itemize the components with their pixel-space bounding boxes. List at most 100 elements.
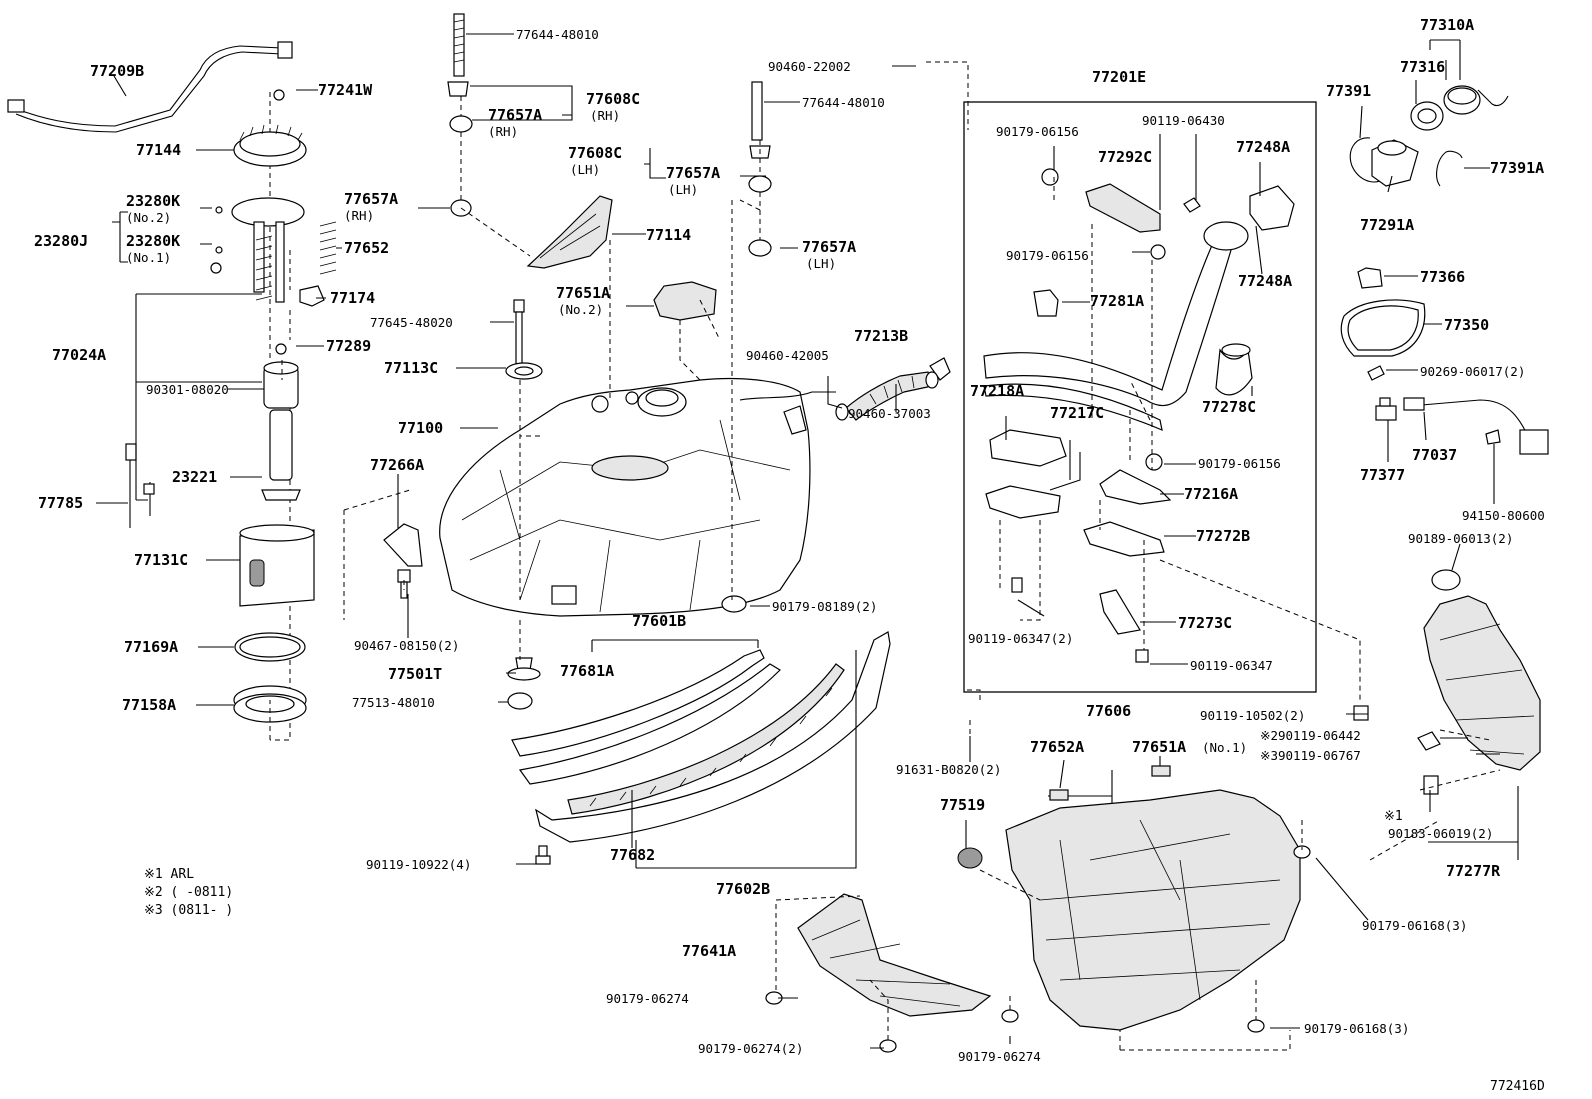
label-90301-08020: 90301-08020 xyxy=(146,382,229,397)
ring-77289 xyxy=(275,343,287,355)
bracket-77216a xyxy=(1099,469,1172,505)
sublabel-77651a-no1: (No.1) xyxy=(1202,740,1247,755)
label-23280k-no2: 23280K xyxy=(126,192,180,210)
part-labels: 77209B 77241W 77144 23280K (No.2) 23280J… xyxy=(34,16,1545,1064)
bolt-77644-48010 xyxy=(453,13,465,77)
pump-bracket-77024a xyxy=(231,197,305,303)
sublabel-77608c-lh: (LH) xyxy=(570,162,600,177)
label-77292c: 77292C xyxy=(1098,148,1152,166)
bracket-77601b xyxy=(591,639,759,652)
label-77278c: 77278C xyxy=(1202,398,1256,416)
label-77651a-no2: 77651A xyxy=(556,284,610,302)
grommet-77113c xyxy=(505,362,543,380)
label-77513-48010: 77513-48010 xyxy=(352,695,435,710)
spring-77652 xyxy=(319,221,337,275)
label-90269-06017: 90269-06017(2) xyxy=(1420,364,1525,379)
label-90179-06168-a: 90179-06168(3) xyxy=(1362,918,1467,933)
pump-cup-77131c xyxy=(239,524,315,607)
bracket-77272b xyxy=(1083,521,1165,557)
label-90119-06347-b: 90119-06347 xyxy=(1190,658,1273,673)
cap-77310a xyxy=(1443,85,1509,115)
fuel-filter-90301 xyxy=(263,361,299,409)
sublabel-77657a-lh-2: (LH) xyxy=(806,256,836,271)
bolt-90119-10922 xyxy=(535,845,551,865)
nut-77513 xyxy=(507,692,533,710)
label-77310a: 77310A xyxy=(1420,16,1474,34)
opener-cable-77037 xyxy=(1403,397,1549,455)
hose-77278c xyxy=(1215,343,1253,396)
label-77216a: 77216A xyxy=(1184,485,1238,503)
label-77652: 77652 xyxy=(344,239,389,257)
label-77291a: 77291A xyxy=(1360,216,1414,234)
label-77131c: 77131C xyxy=(134,551,188,569)
label-77366: 77366 xyxy=(1420,268,1465,286)
label-77281a: 77281A xyxy=(1090,292,1144,310)
label-77377: 77377 xyxy=(1360,466,1405,484)
lid-77350 xyxy=(1340,299,1426,357)
plug-77519 xyxy=(957,847,983,869)
band-77602b xyxy=(535,631,891,843)
notes-block: ※1 ARL ※2 ( -0811) ※3 (0811- ) xyxy=(144,867,233,918)
ring-77391a xyxy=(1436,150,1463,187)
clip-77281a xyxy=(1033,289,1059,317)
fuel-tank-77100 xyxy=(439,377,836,617)
label-77169a: 77169A xyxy=(124,638,178,656)
label-91631-b0820: 91631-B0820(2) xyxy=(896,762,1001,777)
label-77266a: 77266A xyxy=(370,456,424,474)
label-77113c: 77113C xyxy=(384,359,438,377)
label-77158a: 77158A xyxy=(122,696,176,714)
ring-77316 xyxy=(1410,101,1444,131)
label-77602b: 77602B xyxy=(716,880,770,898)
label-77350: 77350 xyxy=(1444,316,1489,334)
sublabel-23280k-no1: (No.1) xyxy=(126,250,171,265)
label-77037: 77037 xyxy=(1412,446,1457,464)
label-77657a-lh-2: 77657A xyxy=(802,238,856,256)
note-3: ※3 (0811- ) xyxy=(144,903,233,918)
label-77682: 77682 xyxy=(610,846,655,864)
label-77657a-lh-1: 77657A xyxy=(666,164,720,182)
label-77652a: 77652A xyxy=(1030,738,1084,756)
label-90460-37003: 90460-37003 xyxy=(848,406,931,421)
bracket-77217c xyxy=(985,485,1061,519)
label-77391: 77391 xyxy=(1326,82,1371,100)
label-90467-08150: 90467-08150(2) xyxy=(354,638,459,653)
label-23280k-no1: 23280K xyxy=(126,232,180,250)
label-77174: 77174 xyxy=(330,289,375,307)
gasket-77169a xyxy=(234,632,306,662)
label-23221: 23221 xyxy=(172,468,217,486)
label-77601b: 77601B xyxy=(632,612,686,630)
bracket-77024a xyxy=(135,293,262,501)
sublabel-77651a-no2: (No.2) xyxy=(558,302,603,317)
label-77272b: 77272B xyxy=(1196,527,1250,545)
label-77681a: 77681A xyxy=(560,662,614,680)
label-77248a-b: 77248A xyxy=(1238,272,1292,290)
label-90179-08189: 90179-08189(2) xyxy=(772,599,877,614)
label-77316: 77316 xyxy=(1400,58,1445,76)
label-77201e: 77201E xyxy=(1092,68,1146,86)
label-90183-06019: 90183-06019(2) xyxy=(1388,826,1493,841)
bracket-77273c xyxy=(1099,589,1141,635)
label-77608c-lh: 77608C xyxy=(568,144,622,162)
bolt-77645-48020 xyxy=(513,299,525,369)
label-77209b: 77209B xyxy=(90,62,144,80)
bracket-77218a xyxy=(989,429,1067,467)
bracket-23280j xyxy=(112,211,128,263)
cover-77641a xyxy=(797,893,992,1017)
hinge-77366 xyxy=(1357,267,1383,289)
fuel-hose-77209b xyxy=(7,41,293,133)
cushion-77652a xyxy=(1049,789,1069,801)
filler-pipe-group-frame xyxy=(963,101,1317,693)
sublabel-23280k-no2: (No.2) xyxy=(126,210,171,225)
label-77657a-rh-1: 77657A xyxy=(488,106,542,124)
label-77645-48020: 77645-48020 xyxy=(370,315,453,330)
sublabel-77657a-lh-1: (LH) xyxy=(668,182,698,197)
label-77114: 77114 xyxy=(646,226,691,244)
label-77100: 77100 xyxy=(398,419,443,437)
note-1: ※1 ARL xyxy=(144,867,194,882)
bolt-77501t xyxy=(507,657,541,681)
label-77241w: 77241W xyxy=(318,81,373,99)
liner-77277r xyxy=(1423,595,1541,771)
bolt-77644-48010-b xyxy=(751,81,763,141)
label-77024a: 77024A xyxy=(52,346,106,364)
